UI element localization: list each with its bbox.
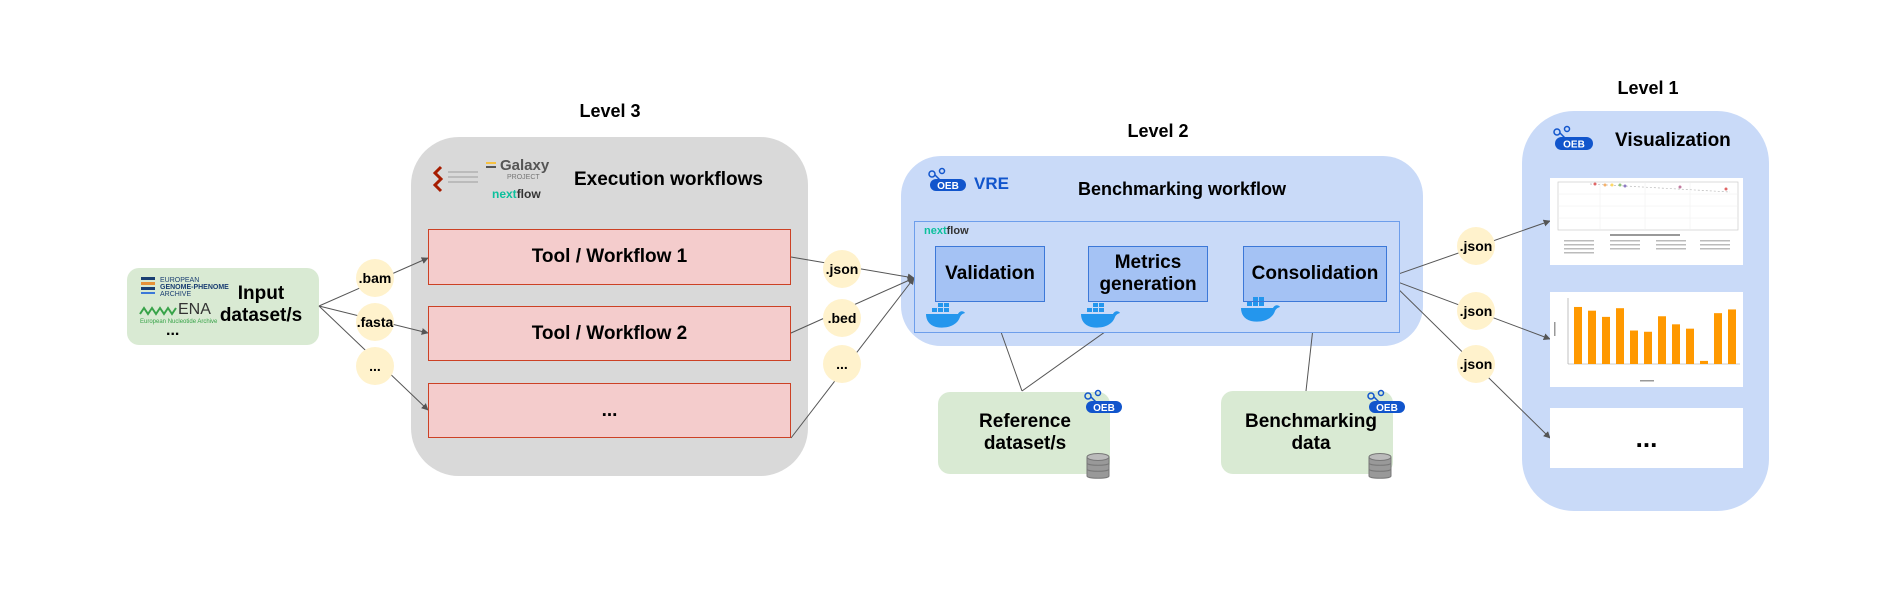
docker-whale-icon <box>1081 303 1120 328</box>
reference-dataset-box <box>938 392 1110 474</box>
input-label-line1: Input <box>237 283 285 304</box>
benchmarking-data-line2: data <box>1291 433 1331 454</box>
scatter-preview-graphic <box>1557 181 1739 254</box>
format-bubble-bed: .bed <box>823 299 861 337</box>
benchmarking-data-label: Benchmarking data <box>1236 411 1386 455</box>
visualization-title: Visualization <box>1615 130 1731 151</box>
oeb-logo-icon: OEB <box>1553 125 1593 151</box>
ena-logo <box>139 306 177 316</box>
preview-bar <box>1588 310 1596 364</box>
metrics-line2: generation <box>1099 274 1197 295</box>
preview-bar <box>1658 316 1666 364</box>
vre-label: VRE <box>974 174 1009 193</box>
preview-bar <box>1616 308 1624 364</box>
ega-logo <box>141 277 155 294</box>
input-dataset-box <box>127 268 319 345</box>
ena-subtitle: European Nucleotide Archive <box>140 319 218 325</box>
oeb-logo-icon: OEB <box>928 167 966 192</box>
benchmarking-title: Benchmarking workflow <box>1078 179 1287 199</box>
level1-label: Level 1 <box>1617 78 1679 98</box>
preview-bar <box>1644 331 1652 364</box>
validation-step: Validation <box>935 246 1045 302</box>
oeb-logo-text: OEB <box>1093 403 1115 414</box>
preview-bar <box>1672 324 1680 364</box>
benchmarking-data-line1: Benchmarking <box>1245 411 1377 432</box>
cwl-logo-text <box>448 168 478 186</box>
tool-workflow-2: Tool / Workflow 2 <box>428 306 791 361</box>
oeb-logo-icon: OEB <box>1084 389 1122 414</box>
result-bubble-json-3: .json <box>1457 345 1495 383</box>
preview-bar <box>1686 328 1694 364</box>
database-icon <box>1086 453 1110 479</box>
format-bubble-fasta: .fasta <box>356 303 394 341</box>
more-visualization-text: ... <box>1635 423 1658 453</box>
galaxy-text: Galaxy <box>500 157 550 174</box>
format-bubble-json: .json <box>823 250 861 288</box>
preview-bar <box>1574 306 1582 364</box>
tool-workflow-1: Tool / Workflow 1 <box>428 229 791 285</box>
preview-bar <box>1728 309 1736 364</box>
format-bubble-output-more: ... <box>823 345 861 383</box>
preview-bar <box>1602 316 1610 364</box>
preview-bar <box>1714 313 1722 364</box>
format-bubble-more: ... <box>356 347 394 385</box>
nextflow-logo: nextflow <box>492 187 541 201</box>
benchmarking-data-box <box>1221 391 1393 474</box>
oeb-logo-text: OEB <box>1376 403 1398 414</box>
input-label-line2: dataset/s <box>219 305 303 326</box>
nextflow-inner-b: flow <box>946 225 969 237</box>
reference-line2: dataset/s <box>983 433 1067 454</box>
level2-label: Level 2 <box>1127 121 1189 141</box>
level3-label: Level 3 <box>579 101 641 121</box>
result-bubble-json-2: .json <box>1457 292 1495 330</box>
nextflow-logo-a: next <box>492 187 517 201</box>
tool-workflow-more: ... <box>428 383 791 438</box>
input-label: Input dataset/s <box>218 283 304 327</box>
docker-whale-icon <box>926 303 965 328</box>
galaxy-logo <box>486 162 496 168</box>
format-bubble-bam: .bam <box>356 259 394 297</box>
nextflow-inner-a: next <box>924 225 947 237</box>
cwl-logo <box>432 165 444 193</box>
bar-chart-preview <box>1550 292 1743 387</box>
oeb-logo-text: OEB <box>1563 140 1585 151</box>
execution-title: Execution workflows <box>574 169 763 190</box>
nextflow-logo-b: flow <box>516 187 541 201</box>
consolidation-step: Consolidation <box>1243 246 1387 302</box>
ena-text: ENA <box>178 301 211 318</box>
docker-whale-icon <box>1241 297 1280 322</box>
bar-preview-graphic <box>1554 298 1740 382</box>
oeb-logo-text: OEB <box>937 181 959 192</box>
metrics-generation-step: Metrics generation <box>1088 246 1208 302</box>
nextflow-logo-inner: nextflow <box>924 225 969 237</box>
ega-line3: ARCHIVE <box>160 291 192 298</box>
database-icon <box>1368 453 1392 479</box>
oeb-logo-icon: OEB <box>1367 389 1405 414</box>
reference-line1: Reference <box>979 411 1071 432</box>
preview-bar <box>1630 330 1638 364</box>
reference-label: Reference dataset/s <box>960 411 1090 455</box>
more-visualization-card: ... <box>1550 408 1743 468</box>
input-more: ... <box>166 322 180 339</box>
ega-line1: EUROPEAN <box>160 277 200 284</box>
preview-bar <box>1700 360 1708 364</box>
galaxy-subtitle: PROJECT <box>507 174 540 181</box>
result-bubble-json-1: .json <box>1457 227 1495 265</box>
ega-line2: GENOME-PHENOME <box>160 284 229 291</box>
metrics-line1: Metrics <box>1114 252 1182 273</box>
scatter-plot-preview <box>1550 178 1743 265</box>
